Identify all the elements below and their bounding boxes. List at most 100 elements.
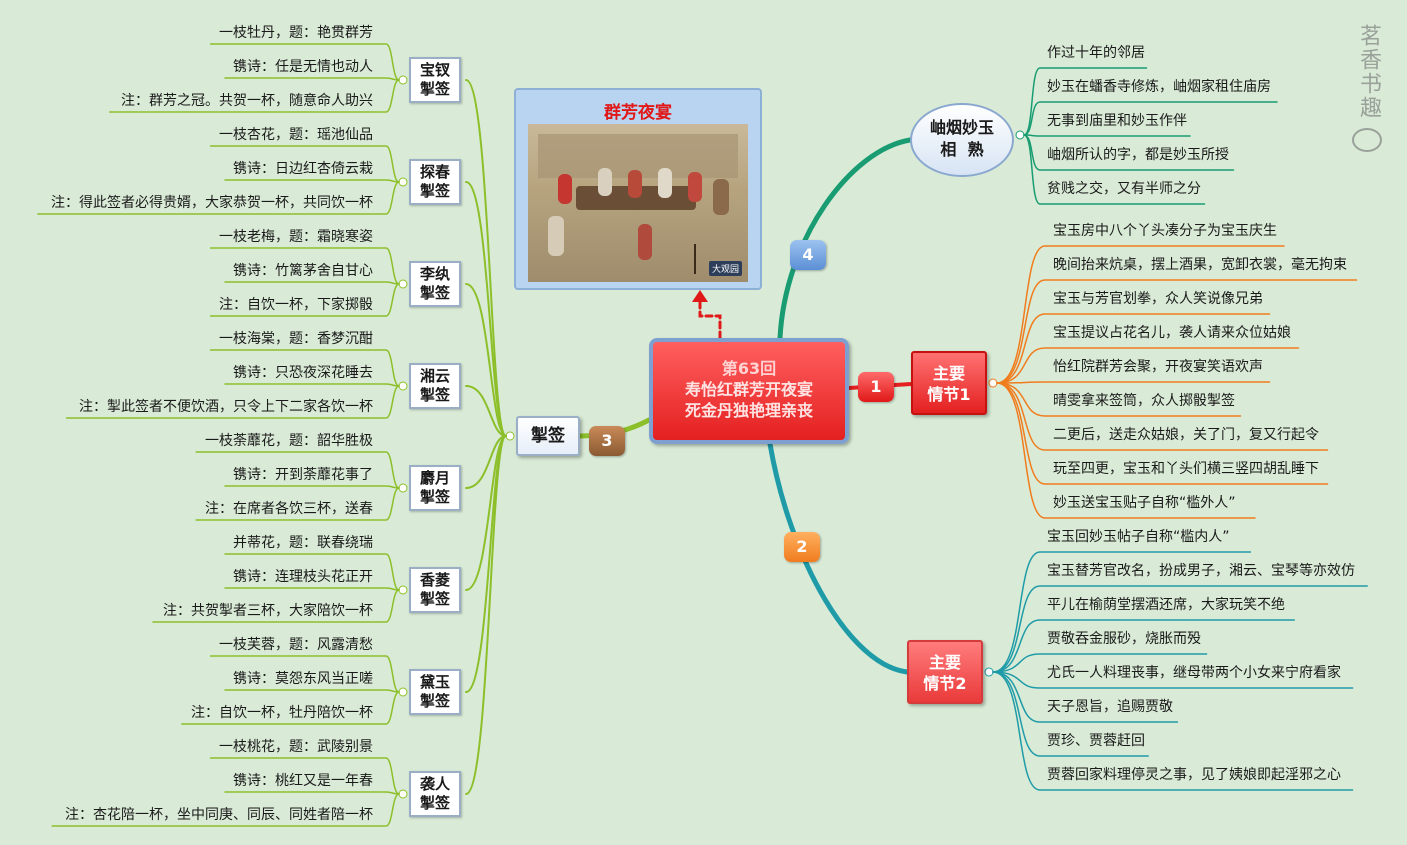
picture-title: 群芳夜宴	[604, 103, 672, 123]
lot-flower: 并蒂花，题：联春绕瑞	[233, 535, 373, 551]
lot-poem: 镌诗：日边红杏倚云栽	[233, 161, 373, 177]
branch2-collapse-toggle[interactable]	[984, 667, 994, 677]
connector-lot-line	[209, 757, 400, 795]
lot-poem: 镌诗：开到荼蘼花事了	[233, 467, 373, 483]
lot-flower: 一枝杏花，题：瑶池仙品	[219, 127, 373, 143]
lot-group-collapse-toggle[interactable]	[398, 483, 408, 493]
connector-branch2-item	[992, 653, 1208, 673]
picture-panel: 群芳夜宴 大观园	[514, 88, 762, 290]
lot-group-collapse-toggle[interactable]	[398, 177, 408, 187]
connector-lot-line	[224, 77, 400, 81]
branch4-title-line1: 岫烟妙玉	[929, 118, 994, 137]
branch2-topic[interactable]: 主要 情节2	[907, 640, 983, 704]
connector-branch1-item	[996, 313, 1271, 384]
central-topic[interactable]: 第63回 寿怡红群芳开夜宴 死金丹独艳理亲丧	[649, 338, 849, 444]
lot-group-collapse-toggle[interactable]	[398, 279, 408, 289]
wechat-icon	[1352, 128, 1382, 152]
connector-lot-line	[209, 145, 400, 183]
lot-flower: 一枝芙蓉，题：风露清愁	[219, 637, 373, 653]
central-line3: 死金丹独艳理亲丧	[684, 401, 813, 420]
lot-group-collapse-toggle[interactable]	[398, 75, 408, 85]
lot-person-box[interactable]: 袭人掣签	[409, 771, 461, 817]
banquet-painting: 大观园	[528, 124, 748, 282]
branch1-item: 宝玉与芳官划拳，众人笑说像兄弟	[1053, 291, 1263, 307]
connector-lot-line	[224, 383, 400, 387]
lot-poem: 镌诗：莫怨东风当正嗟	[233, 671, 373, 687]
branch1-item: 玩至四更，宝玉和丫头们横三竖四胡乱睡下	[1053, 461, 1319, 477]
connector-branch2-item	[992, 619, 1295, 673]
connector-picture-dashed	[698, 296, 722, 340]
branch2-item: 贾珍、贾蓉赶回	[1047, 733, 1145, 749]
lot-person-name: 黛玉	[419, 673, 450, 691]
lot-flower: 一枝桃花，题：武陵别景	[219, 739, 373, 755]
lot-person-box[interactable]: 宝钗掣签	[409, 57, 461, 103]
connector-lot-line	[37, 181, 400, 215]
lot-person-box[interactable]: 湘云掣签	[409, 363, 461, 409]
lot-person-label: 掣签	[419, 488, 450, 506]
lot-group-collapse-toggle[interactable]	[398, 789, 408, 799]
lot-note: 注：自饮一杯，下家掷骰	[219, 297, 373, 313]
lot-person-box[interactable]: 香菱掣签	[409, 567, 461, 613]
branch4-collapse-toggle[interactable]	[1015, 130, 1025, 140]
painting-stamp: 大观园	[708, 261, 742, 276]
lot-group-collapse-toggle[interactable]	[398, 687, 408, 697]
connector-lot-line	[209, 283, 400, 317]
branch3-topic[interactable]: 掣签	[516, 416, 580, 456]
branch1-item: 晴雯拿来签筒，众人掷骰掣签	[1053, 393, 1235, 409]
lot-person-box[interactable]: 探春掣签	[409, 159, 461, 205]
connector-lot-line	[65, 385, 400, 419]
connector-lot-line	[51, 793, 400, 827]
connector-branch1-item	[996, 245, 1285, 384]
connector-branch3-group	[465, 435, 507, 795]
connector-branch4-item	[1023, 67, 1148, 136]
connector-branch1-item	[996, 381, 1271, 384]
branch4-title-line2: 相 熟	[940, 140, 984, 159]
lot-person-box[interactable]: 麝月掣签	[409, 465, 461, 511]
branch4-item: 无事到庙里和妙玉作伴	[1047, 113, 1187, 129]
lot-person-label: 掣签	[419, 182, 450, 200]
lot-note: 注：共贺掣者三杯，大家陪饮一杯	[163, 603, 373, 619]
lot-person-label: 掣签	[419, 80, 450, 98]
lot-note: 注：杏花陪一杯，坐中同庚、同辰、同姓者陪一杯	[65, 807, 373, 823]
lot-poem: 镌诗：任是无情也动人	[233, 59, 373, 75]
connector-branch4-item	[1023, 134, 1191, 137]
connector-branch1-item	[996, 382, 1242, 417]
connector-lot-line	[224, 587, 400, 591]
lot-person-label: 掣签	[419, 794, 450, 812]
connector-lot-line	[224, 281, 400, 285]
branch2-item: 平儿在榆荫堂摆酒还席，大家玩笑不绝	[1047, 597, 1285, 613]
lot-person-box[interactable]: 黛玉掣签	[409, 669, 461, 715]
connector-lot-line	[109, 79, 400, 113]
branch1-title-line1: 主要	[932, 364, 965, 383]
lot-note: 注：自饮一杯，牡丹陪饮一杯	[191, 705, 373, 721]
lot-person-box[interactable]: 李纨掣签	[409, 261, 461, 307]
connector-branch3-group	[465, 181, 507, 437]
lot-person-label: 掣签	[419, 386, 450, 404]
connector-lot-line	[209, 247, 400, 285]
branch1-item: 妙玉送宝玉贴子自称“槛外人”	[1053, 495, 1236, 511]
central-line1: 第63回	[721, 359, 777, 378]
branch2-item: 天子恩旨，追赐贾敬	[1047, 699, 1173, 715]
branch2-title-line1: 主要	[928, 653, 961, 672]
branch1-topic[interactable]: 主要 情节1	[911, 351, 987, 415]
connector-branch2-item	[992, 671, 1354, 689]
connector-branch3-group	[465, 385, 507, 437]
branch3-collapse-toggle[interactable]	[505, 431, 515, 441]
lot-group-collapse-toggle[interactable]	[398, 381, 408, 391]
branch4-topic[interactable]: 岫烟妙玉 相 熟	[910, 103, 1014, 177]
branch4-item: 岫烟所认的字，都是妙玉所授	[1047, 147, 1229, 163]
connector-lot-line	[181, 691, 400, 725]
branch1-title-line2: 情节1	[927, 385, 971, 404]
lot-person-name: 麝月	[419, 469, 450, 487]
connector-branch3-group	[465, 79, 507, 437]
lot-note: 注：得此签者必得贵婿，大家恭贺一杯，共同饮一杯	[51, 195, 373, 211]
connector-branch1-item	[996, 382, 1256, 519]
branch2-item: 贾蓉回家料理停灵之事，见了姨娘即起淫邪之心	[1047, 767, 1341, 783]
connector-branch1-item	[996, 279, 1358, 384]
connector-lot-line	[195, 487, 400, 521]
lot-person-label: 掣签	[419, 284, 450, 302]
branch1-item: 二更后，送走众姑娘，关了门，复又行起令	[1053, 427, 1319, 443]
branch1-collapse-toggle[interactable]	[988, 378, 998, 388]
lot-group-collapse-toggle[interactable]	[398, 585, 408, 595]
lot-poem: 镌诗：桃红又是一年春	[233, 773, 373, 789]
